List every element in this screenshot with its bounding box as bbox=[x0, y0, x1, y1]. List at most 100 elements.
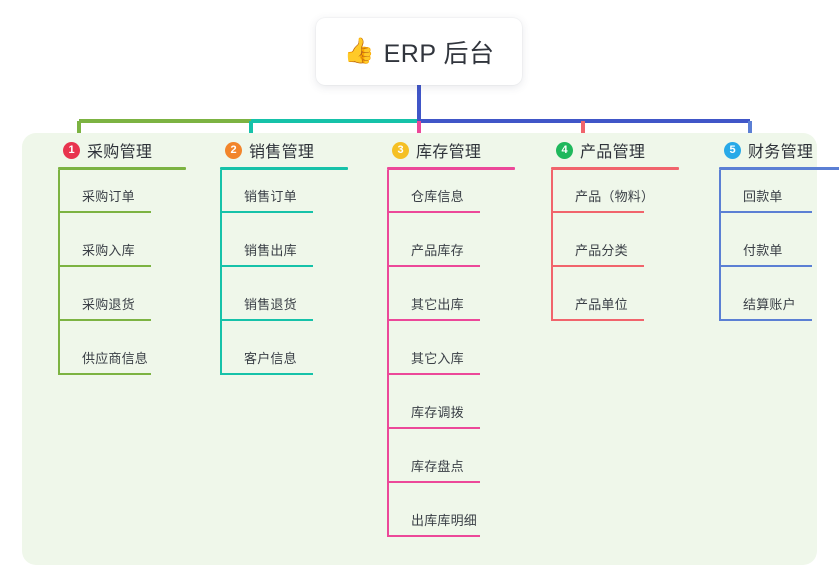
leaf-item[interactable]: 结算账户 bbox=[719, 278, 839, 332]
branch-spine bbox=[387, 170, 389, 537]
branch-column-1: 1 采购管理采购订单采购入库采购退货供应商信息 bbox=[51, 133, 211, 386]
leaf-item-label: 付款单 bbox=[743, 243, 783, 258]
branch-header-1[interactable]: 1 采购管理 bbox=[51, 133, 211, 167]
leaf-item-rule bbox=[387, 535, 480, 537]
branch-underline bbox=[58, 167, 186, 170]
branch-header-5[interactable]: 5 财务管理 bbox=[712, 133, 839, 167]
leaf-item-label: 销售订单 bbox=[244, 189, 297, 204]
branch-badge-icon: 1 bbox=[63, 141, 80, 159]
leaf-item-label: 产品（物料） bbox=[575, 189, 655, 204]
branch-underline bbox=[719, 167, 839, 170]
branch-body: 销售订单销售出库销售退货客户信息 bbox=[220, 170, 373, 386]
leaf-item[interactable]: 库存调拨 bbox=[387, 386, 540, 440]
leaf-item[interactable]: 仓库信息 bbox=[387, 170, 540, 224]
leaf-item-label: 销售出库 bbox=[244, 243, 297, 258]
leaf-item-label: 产品分类 bbox=[575, 243, 628, 258]
leaf-item[interactable]: 产品（物料） bbox=[551, 170, 704, 224]
leaf-item-label: 采购订单 bbox=[82, 189, 135, 204]
branch-title: 采购管理 bbox=[87, 144, 153, 161]
leaf-item-label: 产品单位 bbox=[575, 297, 628, 312]
leaf-item[interactable]: 客户信息 bbox=[220, 332, 373, 386]
root-title: ERP 后台 bbox=[383, 39, 495, 68]
branch-title: 产品管理 bbox=[580, 144, 646, 161]
branch-title: 库存管理 bbox=[416, 144, 482, 161]
leaf-item-label: 供应商信息 bbox=[82, 351, 149, 366]
leaf-item-label: 销售退货 bbox=[244, 297, 297, 312]
branch-spine bbox=[719, 170, 721, 321]
branch-body: 采购订单采购入库采购退货供应商信息 bbox=[58, 170, 211, 386]
branch-title: 财务管理 bbox=[748, 144, 814, 161]
leaf-item[interactable]: 采购入库 bbox=[58, 224, 211, 278]
leaf-item[interactable]: 其它入库 bbox=[387, 332, 540, 386]
leaf-item-label: 采购退货 bbox=[82, 297, 135, 312]
leaf-item[interactable]: 产品分类 bbox=[551, 224, 704, 278]
branch-body: 产品（物料） 产品分类产品单位 bbox=[551, 170, 704, 332]
leaf-item[interactable]: 库存盘点 bbox=[387, 440, 540, 494]
leaf-item-rule bbox=[551, 211, 644, 213]
leaf-item-label: 回款单 bbox=[743, 189, 783, 204]
leaf-item-rule bbox=[719, 265, 812, 267]
leaf-item-rule bbox=[551, 319, 644, 321]
leaf-item-label: 库存调拨 bbox=[411, 405, 464, 420]
leaf-item[interactable]: 销售订单 bbox=[220, 170, 373, 224]
leaf-item-rule bbox=[719, 319, 812, 321]
leaf-item-rule bbox=[387, 265, 480, 267]
leaf-item-label: 其它入库 bbox=[411, 351, 464, 366]
branch-column-5: 5 财务管理回款单付款单结算账户 bbox=[712, 133, 839, 332]
leaf-item-rule bbox=[551, 265, 644, 267]
leaf-item[interactable]: 采购退货 bbox=[58, 278, 211, 332]
leaf-item-label: 库存盘点 bbox=[411, 459, 464, 474]
leaf-item-rule bbox=[387, 211, 480, 213]
branch-underline bbox=[220, 167, 348, 170]
leaf-item-rule bbox=[58, 211, 151, 213]
thumbs-up-icon: 👍 bbox=[343, 37, 375, 65]
leaf-item-rule bbox=[220, 265, 313, 267]
leaf-item-rule bbox=[58, 319, 151, 321]
leaf-item-rule bbox=[58, 373, 151, 375]
leaf-item[interactable]: 销售退货 bbox=[220, 278, 373, 332]
leaf-item[interactable]: 供应商信息 bbox=[58, 332, 211, 386]
leaf-item-label: 仓库信息 bbox=[411, 189, 464, 204]
branch-spine bbox=[551, 170, 553, 321]
branch-header-4[interactable]: 4 产品管理 bbox=[544, 133, 704, 167]
leaf-item[interactable]: 出库库明细 bbox=[387, 494, 540, 548]
branch-header-3[interactable]: 3 库存管理 bbox=[380, 133, 540, 167]
leaf-item-rule bbox=[719, 211, 812, 213]
leaf-item-rule bbox=[387, 373, 480, 375]
leaf-item-label: 出库库明细 bbox=[411, 513, 478, 528]
leaf-item[interactable]: 其它出库 bbox=[387, 278, 540, 332]
branch-spine bbox=[58, 170, 60, 375]
leaf-item[interactable]: 回款单 bbox=[719, 170, 839, 224]
leaf-item[interactable]: 销售出库 bbox=[220, 224, 373, 278]
leaf-item-label: 采购入库 bbox=[82, 243, 135, 258]
branch-underline bbox=[387, 167, 515, 170]
leaf-item-label: 结算账户 bbox=[743, 297, 796, 312]
branch-body: 回款单付款单结算账户 bbox=[719, 170, 839, 332]
leaf-item-rule bbox=[220, 373, 313, 375]
branch-badge-icon: 4 bbox=[556, 141, 573, 159]
branch-underline bbox=[551, 167, 679, 170]
branch-badge-icon: 5 bbox=[724, 141, 741, 159]
leaf-item-label: 其它出库 bbox=[411, 297, 464, 312]
branch-title: 销售管理 bbox=[249, 144, 315, 161]
leaf-item-rule bbox=[387, 427, 480, 429]
leaf-item-rule bbox=[220, 319, 313, 321]
branch-body: 仓库信息产品库存其它出库其它入库库存调拨库存盘点出库库明细 bbox=[387, 170, 540, 548]
root-node[interactable]: 👍 ERP 后台 bbox=[316, 18, 522, 85]
branch-column-4: 4 产品管理产品（物料） 产品分类产品单位 bbox=[544, 133, 704, 332]
leaf-item-rule bbox=[58, 265, 151, 267]
leaf-item-rule bbox=[387, 319, 480, 321]
leaf-item[interactable]: 采购订单 bbox=[58, 170, 211, 224]
branch-column-3: 3 库存管理仓库信息产品库存其它出库其它入库库存调拨库存盘点出库库明细 bbox=[380, 133, 540, 548]
leaf-item[interactable]: 付款单 bbox=[719, 224, 839, 278]
branch-spine bbox=[220, 170, 222, 375]
branch-badge-icon: 3 bbox=[392, 141, 409, 159]
leaf-item[interactable]: 产品库存 bbox=[387, 224, 540, 278]
leaf-item-label: 客户信息 bbox=[244, 351, 297, 366]
leaf-item[interactable]: 产品单位 bbox=[551, 278, 704, 332]
leaf-item-rule bbox=[387, 481, 480, 483]
